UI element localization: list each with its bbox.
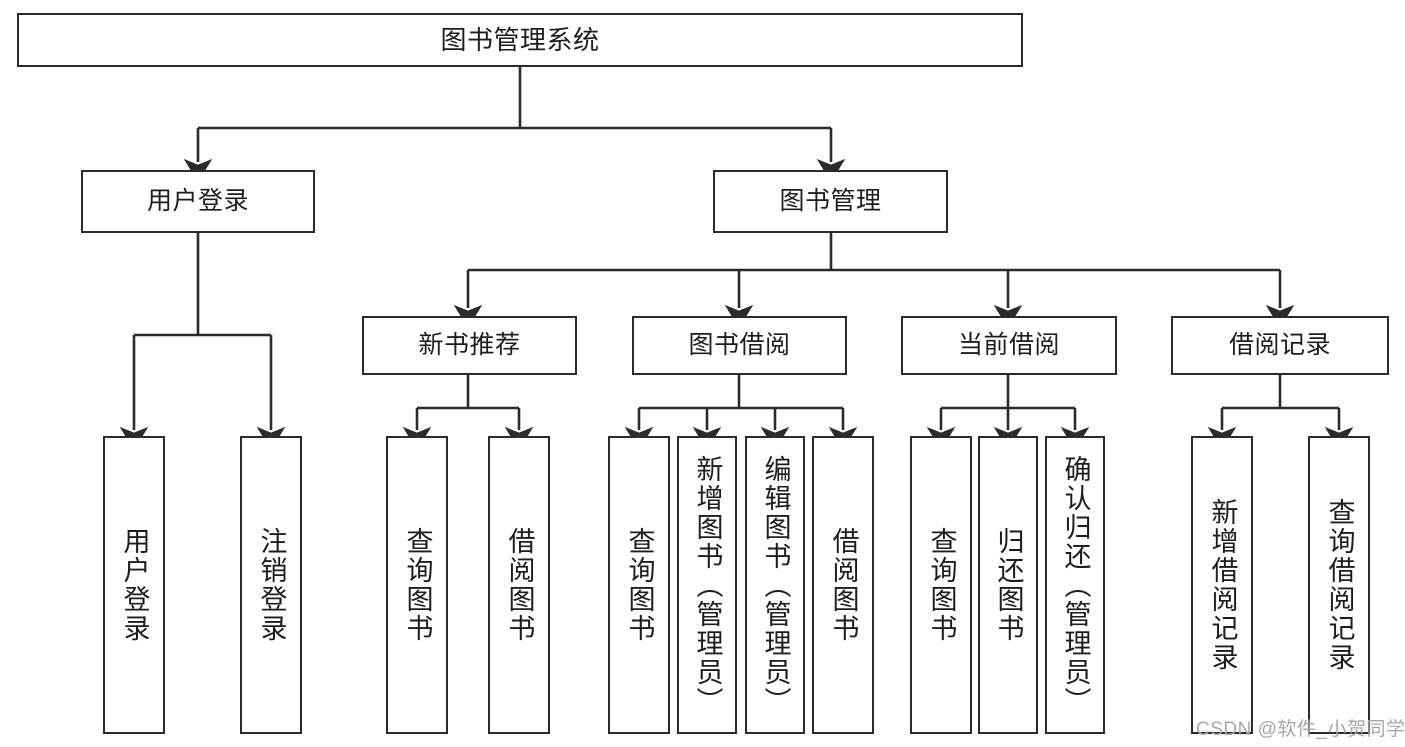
node-label: 图书管理 xyxy=(779,186,882,215)
node-book-management[interactable]: 图书管理 xyxy=(713,170,948,233)
leaf-add-book-admin[interactable]: 新增图书（管理员） xyxy=(677,436,737,734)
leaf-query-book-borrow[interactable]: 查询图书 xyxy=(608,436,670,734)
node-label: 归还图书 xyxy=(993,527,1024,643)
node-root-book-management-system[interactable]: 图书管理系统 xyxy=(17,13,1023,67)
leaf-query-book-recommend[interactable]: 查询图书 xyxy=(386,436,448,734)
node-label: 图书借阅 xyxy=(688,330,791,359)
node-label: 借阅图书 xyxy=(828,527,859,643)
node-current-borrow[interactable]: 当前借阅 xyxy=(901,316,1117,375)
leaf-logout[interactable]: 注销登录 xyxy=(240,436,302,734)
node-label: 查询借阅记录 xyxy=(1324,498,1355,672)
leaf-return-book[interactable]: 归还图书 xyxy=(978,436,1038,734)
node-label: 用户登录 xyxy=(146,186,249,215)
node-new-book-recommend[interactable]: 新书推荐 xyxy=(362,316,577,375)
node-label: 查询图书 xyxy=(402,527,433,643)
leaf-add-borrow-record[interactable]: 新增借阅记录 xyxy=(1191,436,1253,734)
node-label: 用户登录 xyxy=(119,527,150,643)
node-label: 新书推荐 xyxy=(418,330,521,359)
node-user-login[interactable]: 用户登录 xyxy=(81,170,315,233)
node-label: 图书管理系统 xyxy=(440,24,600,55)
node-label: 借阅图书 xyxy=(504,527,535,643)
node-label: 新增借阅记录 xyxy=(1207,498,1238,672)
node-label: 当前借阅 xyxy=(957,330,1060,359)
node-label: 确认归还（管理员） xyxy=(1060,454,1091,716)
leaf-borrow-book-recommend[interactable]: 借阅图书 xyxy=(488,436,550,734)
leaf-edit-book-admin[interactable]: 编辑图书（管理员） xyxy=(745,436,805,734)
node-label: 查询图书 xyxy=(624,527,655,643)
node-borrow-record[interactable]: 借阅记录 xyxy=(1171,316,1389,375)
watermark-text: CSDN @软件_小贺同学 xyxy=(1196,719,1405,740)
node-label: 注销登录 xyxy=(256,527,287,643)
leaf-query-book-current[interactable]: 查询图书 xyxy=(910,436,972,734)
node-label: 借阅记录 xyxy=(1228,330,1331,359)
node-label: 编辑图书（管理员） xyxy=(760,454,791,716)
node-book-borrow[interactable]: 图书借阅 xyxy=(632,316,847,375)
leaf-borrow-book[interactable]: 借阅图书 xyxy=(812,436,874,734)
leaf-user-login[interactable]: 用户登录 xyxy=(103,436,165,734)
node-label: 查询图书 xyxy=(926,527,957,643)
leaf-confirm-return-admin[interactable]: 确认归还（管理员） xyxy=(1045,436,1105,734)
leaf-query-borrow-record[interactable]: 查询借阅记录 xyxy=(1308,436,1370,734)
node-label: 新增图书（管理员） xyxy=(692,454,723,716)
